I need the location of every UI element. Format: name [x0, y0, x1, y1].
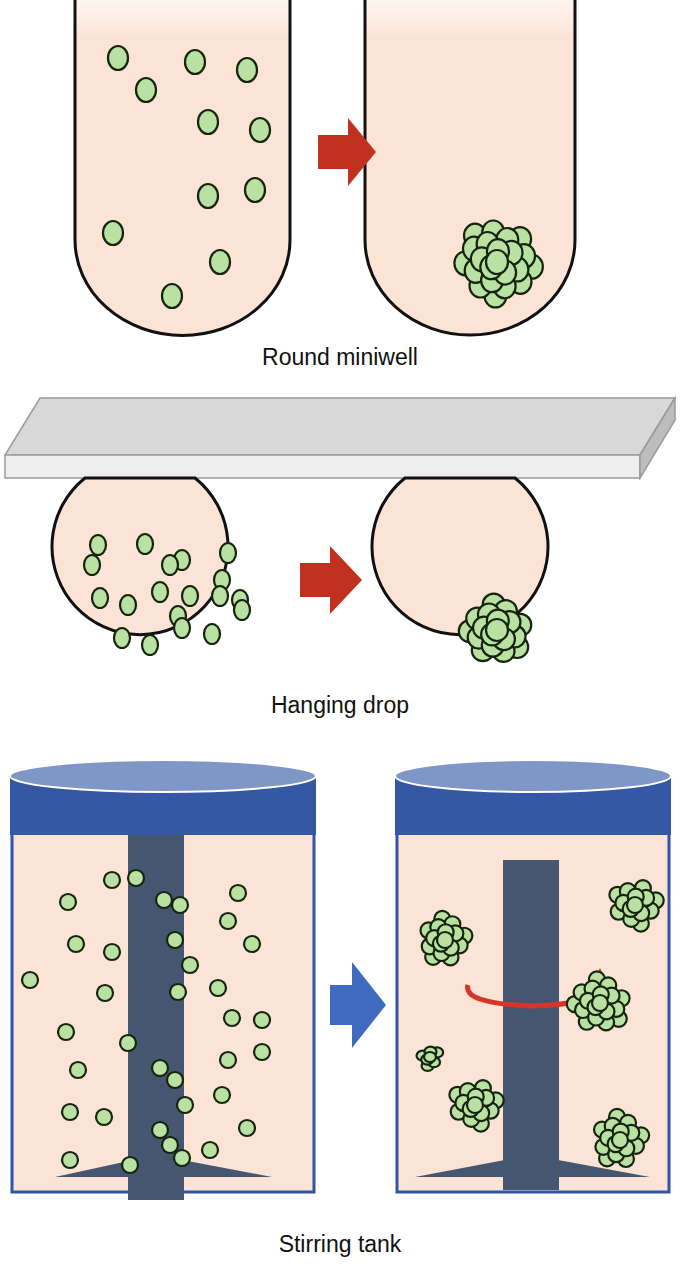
process-arrow	[318, 118, 376, 186]
cell	[108, 46, 128, 70]
cell	[22, 972, 38, 988]
cell	[612, 1132, 628, 1148]
tank-lid-top	[10, 760, 316, 792]
cell	[592, 995, 608, 1011]
miniwell-fill	[365, 0, 575, 335]
cell	[97, 985, 113, 1001]
cell	[210, 250, 230, 274]
cell	[170, 984, 186, 1000]
cell	[128, 870, 144, 886]
miniwell-wall	[75, 0, 290, 335]
cell	[172, 897, 188, 913]
process-arrow	[330, 962, 386, 1048]
cell	[152, 1060, 168, 1076]
cell	[214, 1087, 230, 1103]
cell	[212, 586, 228, 606]
cell	[120, 1035, 136, 1051]
tank-lid-top	[395, 760, 671, 792]
cell	[152, 582, 168, 602]
tank-body	[397, 800, 669, 1192]
cell	[84, 555, 100, 575]
method-caption: Hanging drop	[271, 692, 409, 719]
cell	[96, 1109, 112, 1125]
cell	[202, 1142, 218, 1158]
cell	[174, 618, 190, 638]
cell	[239, 1120, 255, 1136]
cell	[254, 1012, 270, 1028]
cell	[114, 628, 130, 648]
cell	[254, 1044, 270, 1060]
process-arrow	[300, 546, 362, 614]
cell	[156, 892, 172, 908]
cell	[198, 184, 218, 208]
cell	[182, 586, 198, 606]
cell	[220, 1052, 236, 1068]
cell	[220, 543, 236, 563]
cell	[58, 1024, 74, 1040]
cell	[250, 118, 270, 142]
glass-plate	[5, 398, 675, 455]
cell	[220, 913, 236, 929]
cell	[177, 1097, 193, 1113]
cell	[152, 1122, 168, 1138]
cell	[162, 284, 182, 308]
cell	[185, 50, 205, 74]
cell	[244, 936, 260, 952]
hanging-drop	[372, 478, 548, 635]
cell	[92, 588, 108, 608]
cell	[230, 885, 246, 901]
cell	[90, 535, 106, 555]
glass-plate	[640, 398, 675, 478]
cell	[60, 894, 76, 910]
cell	[120, 595, 136, 615]
cell	[137, 534, 153, 554]
cell	[167, 932, 183, 948]
cell	[467, 1097, 483, 1113]
impeller-blade	[55, 1155, 272, 1177]
cell	[162, 555, 178, 575]
cell	[486, 250, 508, 274]
method-caption: Round miniwell	[262, 344, 418, 371]
cell	[167, 1072, 183, 1088]
cell	[103, 221, 123, 245]
cell	[162, 1137, 178, 1153]
cell	[62, 1104, 78, 1120]
impeller-shaft	[128, 835, 184, 1200]
cell	[237, 58, 257, 82]
cell	[182, 957, 198, 973]
cell	[68, 936, 84, 952]
method-caption: Stirring tank	[279, 1231, 402, 1258]
miniwell-wall	[365, 0, 575, 335]
cell	[224, 1010, 240, 1026]
cell	[204, 624, 220, 644]
miniwell-fill	[75, 0, 290, 335]
cells	[22, 46, 664, 1173]
cell	[486, 619, 508, 641]
cell	[70, 1062, 86, 1078]
cell	[424, 1052, 436, 1062]
cell	[437, 932, 453, 948]
hanging-drop	[52, 478, 228, 635]
cell	[210, 980, 226, 996]
cell	[122, 1157, 138, 1173]
cell	[245, 178, 265, 202]
impeller-shaft	[503, 860, 559, 1190]
glass-plate	[5, 455, 640, 478]
cell	[104, 872, 120, 888]
cell	[62, 1152, 78, 1168]
cell	[142, 635, 158, 655]
cell	[104, 944, 120, 960]
cell	[136, 78, 156, 102]
cell	[234, 600, 250, 620]
cell	[627, 897, 643, 913]
cell	[198, 110, 218, 134]
cell	[174, 1150, 190, 1166]
